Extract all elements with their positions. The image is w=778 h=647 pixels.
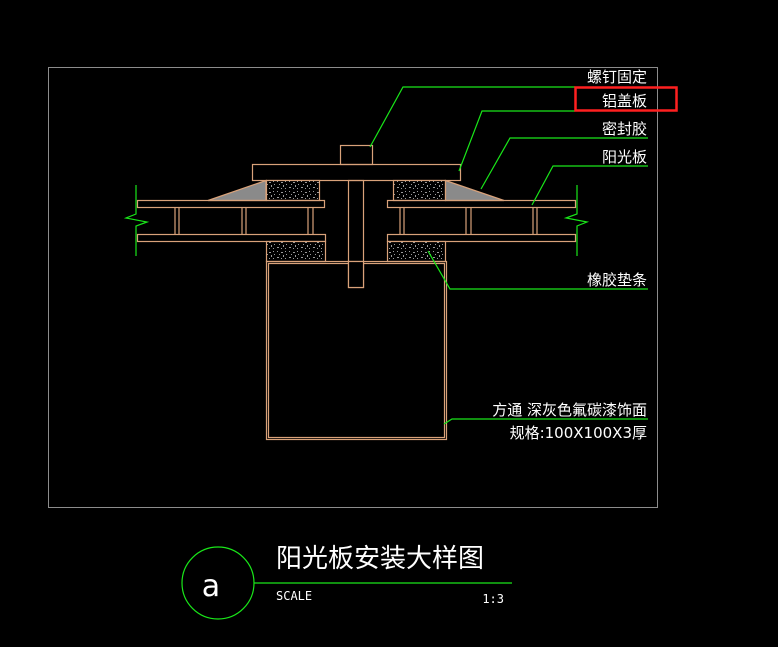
detail-geometry: [136, 144, 577, 441]
square-tube-outer: [265, 260, 448, 441]
leader-cap: [458, 110, 575, 172]
upper-gasket-right: [392, 179, 447, 202]
drawing-frame: [48, 67, 658, 508]
break-line-left: [123, 185, 150, 256]
panel-right-top-skin: [386, 199, 577, 209]
callout-tube-desc: 方通 深灰色氟碳漆饰面: [492, 401, 647, 419]
callout-cap: 铝盖板: [602, 92, 647, 110]
drawing-title: 阳光板安装大样图: [276, 544, 484, 574]
callout-gasket: 橡胶垫条: [587, 271, 647, 289]
highlight-box: [574, 86, 678, 112]
leader-gasket: [427, 250, 648, 290]
leader-sealant: [480, 137, 648, 190]
screw-shaft-lower: [347, 260, 365, 289]
screw-head: [339, 144, 374, 166]
panel-right-bottom-skin: [386, 233, 577, 243]
scale-value: 1:3: [482, 592, 504, 606]
square-tube-inner: [267, 262, 446, 439]
detail-mark-letter: a: [202, 569, 220, 604]
leader-tube: [443, 418, 648, 425]
scale-label: SCALE: [276, 589, 312, 603]
callout-screw: 螺钉固定: [587, 68, 647, 86]
break-lines: [123, 185, 590, 256]
panel-left-bottom-skin: [136, 233, 327, 243]
aluminum-cover-plate: [251, 163, 462, 182]
break-line-right: [563, 185, 590, 256]
leader-lines: [369, 86, 648, 425]
callout-sealant: 密封胶: [602, 120, 647, 138]
lower-gasket-left: [265, 240, 327, 263]
lower-gasket-right: [386, 240, 447, 263]
leader-panel: [531, 165, 648, 206]
upper-gasket-left: [265, 179, 321, 202]
callout-panel: 阳光板: [602, 148, 647, 166]
sealant-left: [207, 179, 267, 202]
leader-screw: [369, 86, 575, 148]
sealant-right: [444, 179, 505, 202]
callout-tube-spec: 规格:100X100X3厚: [510, 424, 647, 442]
panel-left-top-skin: [136, 199, 326, 209]
